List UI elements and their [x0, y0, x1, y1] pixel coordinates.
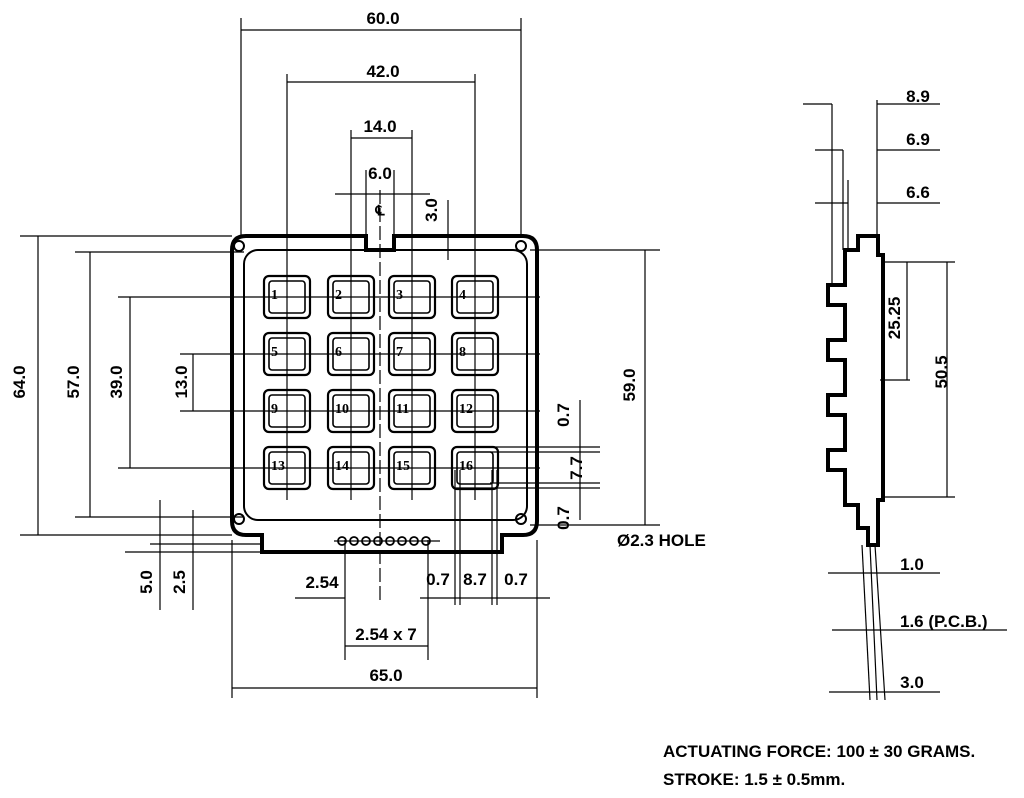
key-label: 2 [335, 288, 342, 303]
side-dim-3-0: 3.0 [900, 673, 924, 692]
dim-hole-span-y: 59.0 [620, 368, 639, 401]
dim-key-pitch-x: 14.0 [363, 117, 396, 136]
dim-pin-pitch: 2.54 [305, 573, 339, 592]
key-label: 4 [459, 288, 466, 303]
mounting-holes [233, 240, 527, 525]
side-dim-pcb: 1.6 (P.C.B.) [900, 612, 988, 631]
side-dim-6-9: 6.9 [906, 130, 930, 149]
key-label: 13 [271, 459, 285, 474]
dim-overall-height: 64.0 [10, 365, 29, 398]
key-label: 14 [335, 459, 349, 474]
centerline-symbol: ℄ [375, 204, 386, 219]
key-label: 9 [271, 402, 278, 417]
key-label: 8 [459, 345, 466, 360]
dim-gap-top: 0.7 [554, 403, 573, 427]
dim-gap-bottom: 0.7 [554, 506, 573, 530]
key-label: 6 [335, 345, 342, 360]
key-label: 3 [396, 288, 403, 303]
dim-key-pitch-y: 13.0 [172, 365, 191, 398]
side-dim-6-6: 6.6 [906, 183, 930, 202]
center-lines [118, 74, 540, 600]
note-stroke: STROKE: 1.5 ± 0.5mm. [663, 770, 845, 789]
key-label: 1 [271, 288, 278, 303]
key-label: 7 [396, 345, 403, 360]
dim-key-span-x: 42.0 [366, 62, 399, 81]
dim-tab-width: 6.0 [368, 164, 392, 183]
side-dimension-lines [803, 100, 1007, 701]
dim-key-width: 8.7 [463, 570, 487, 589]
dim-pin-span: 2.54 x 7 [355, 625, 416, 644]
side-profile [826, 234, 885, 547]
dim-gap-a: 0.7 [426, 570, 450, 589]
keypad-outline [230, 234, 539, 554]
key-label: 15 [396, 459, 410, 474]
dimension-lines [20, 18, 660, 698]
key-label: 11 [396, 402, 409, 417]
dim-hole: Ø2.3 HOLE [617, 531, 706, 550]
side-dim-8-9: 8.9 [906, 87, 930, 106]
dim-base-width: 65.0 [369, 666, 402, 685]
dim-overall-width: 60.0 [366, 9, 399, 28]
dim-key-span-y: 39.0 [107, 365, 126, 398]
side-dim-1-0: 1.0 [900, 555, 924, 574]
dim-bottom-2-5: 2.5 [170, 570, 189, 594]
dim-bottom-5: 5.0 [137, 570, 156, 594]
side-dim-half-span: 25.25 [885, 297, 904, 340]
dim-key-size: 7.7 [567, 456, 586, 480]
inner-panel [243, 249, 528, 521]
dim-tab-height: 3.0 [422, 198, 441, 222]
key-label: 10 [335, 402, 349, 417]
key-label: 5 [271, 345, 278, 360]
key-label: 12 [459, 402, 473, 417]
key-label: 16 [459, 459, 473, 474]
pin-row [334, 536, 440, 546]
side-dim-span: 50.5 [932, 355, 951, 388]
dim-inner-height: 57.0 [64, 365, 83, 398]
side-view: 8.9 6.9 6.6 25.25 50.5 1.0 1.6 (P.C.B.) … [803, 87, 1007, 701]
dim-gap-b: 0.7 [504, 570, 528, 589]
note-actuating-force: ACTUATING FORCE: 100 ± 30 GRAMS. [663, 742, 975, 761]
